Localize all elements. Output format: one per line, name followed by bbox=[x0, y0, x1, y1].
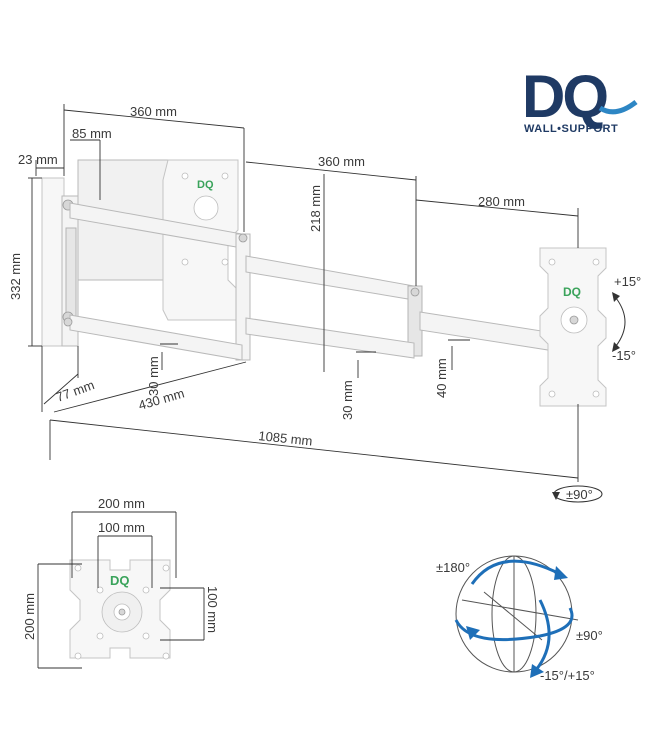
globe-rotation-icon bbox=[454, 555, 579, 678]
wall-plate bbox=[41, 177, 79, 347]
dim-head-arm-length: 280 mm bbox=[478, 194, 525, 209]
ghost-plate-logo: DQ bbox=[197, 179, 214, 191]
dim-plate-height: 332 mm bbox=[8, 253, 23, 300]
tilt-arrow-icon bbox=[615, 297, 626, 347]
dim-max-extension: 1085 mm bbox=[258, 428, 313, 449]
logo-tagline: WALL•SUPPORT bbox=[524, 123, 618, 135]
globe-rotate-label: ±180° bbox=[436, 560, 470, 575]
lower-arm bbox=[63, 311, 549, 361]
dim-plate-width: 77 mm bbox=[54, 377, 96, 405]
dimension-lines bbox=[28, 104, 579, 482]
dim-fold-depth: 430 mm bbox=[137, 386, 186, 413]
head-plate: DQ bbox=[539, 247, 607, 407]
dim-head-bar-thickness: 40 mm bbox=[434, 358, 449, 398]
upper-arm bbox=[69, 202, 423, 361]
swivel-label: ±90° bbox=[566, 487, 593, 502]
globe-swivel-label: ±90° bbox=[576, 628, 603, 643]
logo-text: DQ bbox=[522, 63, 607, 130]
vesa-outer-width: 200 mm bbox=[98, 496, 145, 511]
swivel-arrow-head bbox=[552, 492, 560, 500]
globe-tilt-label: -15°/+15° bbox=[540, 668, 595, 683]
vesa-plate-logo: DQ bbox=[110, 573, 130, 588]
vesa-inner-width: 100 mm bbox=[98, 520, 145, 535]
vesa-dimension-lines bbox=[37, 511, 205, 669]
head-plate-logo: DQ bbox=[563, 285, 581, 299]
tilt-up-label: +15° bbox=[614, 274, 641, 289]
vesa-outer-height: 200 mm bbox=[22, 593, 37, 640]
brand-logo: DQ WALL•SUPPORT bbox=[522, 63, 638, 135]
logo-q-swoosh bbox=[598, 100, 638, 115]
dim-plate-depth: 23 mm bbox=[18, 152, 58, 167]
dim-bar-thickness-1: 30 mm bbox=[146, 356, 161, 396]
dim-arm1-length: 360 mm bbox=[130, 104, 177, 119]
tilt-arrow-head-bottom bbox=[612, 342, 620, 352]
vesa-plate: DQ bbox=[69, 559, 171, 660]
dim-arm2-length: 360 mm bbox=[318, 154, 365, 169]
tilt-arrow-ring-icon bbox=[534, 599, 551, 671]
vesa-inner-height: 100 mm bbox=[205, 586, 220, 633]
tilt-arrow-head-top bbox=[612, 292, 620, 302]
rotate-arrow-icon bbox=[470, 559, 561, 585]
tilt-down-label: -15° bbox=[612, 348, 636, 363]
dim-arm-spacing: 218 mm bbox=[308, 185, 323, 232]
dim-bar-thickness-2: 30 mm bbox=[340, 380, 355, 420]
dim-wall-to-arm: 85 mm bbox=[72, 126, 112, 141]
swivel-arrow-ring-icon bbox=[454, 607, 574, 642]
